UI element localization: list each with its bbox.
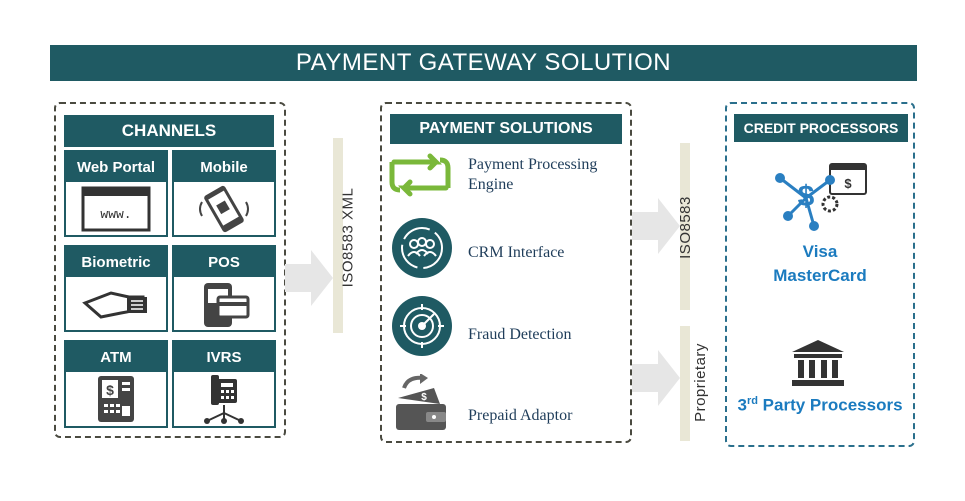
channel-tile-pos[interactable]: POS xyxy=(172,245,276,332)
arrow-solutions-to-iso8583 xyxy=(632,198,680,254)
channel-label: Web Portal xyxy=(66,152,166,182)
payment-network-icon: $ $ xyxy=(775,163,867,231)
bank-building-icon xyxy=(792,340,844,386)
telephone-icon xyxy=(204,375,244,424)
channel-label: IVRS xyxy=(174,342,274,372)
credit-processors-panel xyxy=(725,102,915,447)
payment-solutions-header: PAYMENT SOLUTIONS xyxy=(390,114,622,144)
prepaid-wallet-icon: $ xyxy=(396,374,446,430)
solution-prepaid-adaptor[interactable]: Prepaid Adaptor xyxy=(468,407,573,424)
payment-solutions-panel xyxy=(380,102,632,443)
svg-text:$: $ xyxy=(106,382,114,398)
pos-terminal-icon xyxy=(204,282,250,327)
solution-fraud-detection[interactable]: Fraud Detection xyxy=(468,326,572,343)
credit-processors-header: CREDIT PROCESSORS xyxy=(734,114,908,142)
atm-machine-icon: $ xyxy=(98,376,134,422)
iso8583-label: ISO8583 xyxy=(676,195,694,259)
page-title: PAYMENT GATEWAY SOLUTION xyxy=(50,45,917,81)
channel-tile-biometric[interactable]: Biometric xyxy=(64,245,168,332)
channel-tile-web-portal[interactable]: Web Portal www. xyxy=(64,150,168,237)
channel-tile-ivrs[interactable]: IVRS xyxy=(172,340,276,428)
visa-label: Visa xyxy=(802,242,838,261)
solution-payment-processing-engine[interactable]: Payment Processing Engine xyxy=(468,156,598,193)
fingerprint-hand-icon xyxy=(82,290,147,319)
channel-label: Biometric xyxy=(66,247,166,277)
mastercard-label: MasterCard xyxy=(773,266,867,285)
iso8583-bar xyxy=(680,143,690,310)
channel-tile-mobile[interactable]: Mobile xyxy=(172,150,276,237)
channels-header: CHANNELS xyxy=(64,115,274,147)
svg-text:$: $ xyxy=(798,180,815,213)
channel-label: POS xyxy=(174,247,274,277)
channel-label: Mobile xyxy=(174,152,274,182)
solution-crm-interface[interactable]: CRM Interface xyxy=(468,244,565,261)
mobile-phone-icon xyxy=(199,185,249,232)
iso8583-xml-bar xyxy=(333,138,343,333)
proprietary-bar xyxy=(680,326,690,441)
iso8583-xml-label: ISO8583 XML xyxy=(339,187,357,287)
browser-icon: www. xyxy=(81,186,151,231)
crm-people-icon xyxy=(392,218,452,278)
third-party-processors-label: 3rd Party Processors xyxy=(737,395,903,415)
arrow-solutions-to-proprietary xyxy=(632,350,680,406)
processing-cycle-icon xyxy=(389,153,451,197)
svg-text:$: $ xyxy=(844,176,852,191)
arrow-channels-to-solutions xyxy=(285,250,333,306)
channel-tile-atm[interactable]: ATM $ xyxy=(64,340,168,428)
channel-label: ATM xyxy=(66,342,166,372)
proprietary-label: Proprietary xyxy=(691,342,709,422)
svg-text:www.: www. xyxy=(100,207,131,222)
svg-text:$: $ xyxy=(421,392,427,403)
radar-icon xyxy=(392,296,452,356)
